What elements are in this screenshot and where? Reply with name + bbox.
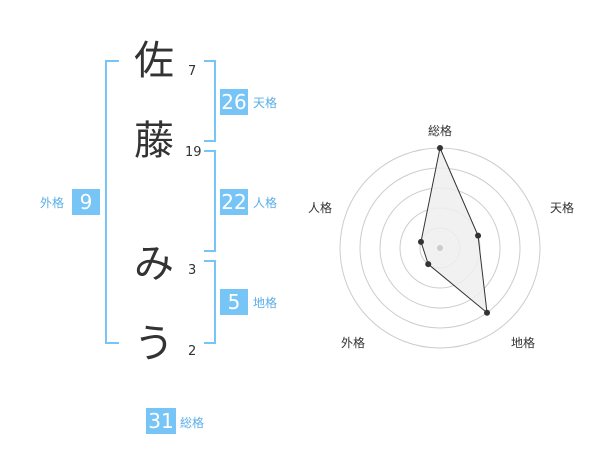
radar-label-chikaku: 地格	[511, 336, 536, 350]
tenkaku-badge: 26	[220, 89, 248, 115]
name-char-4: う	[134, 321, 174, 367]
name-char-2: 藤	[134, 118, 174, 164]
radar-point-1	[437, 145, 443, 151]
tenkaku-bracket	[204, 60, 216, 142]
jinkaku-badge: 22	[220, 189, 248, 215]
stroke-count-4: 2	[188, 344, 197, 359]
radar-label-soukaku: 総格	[428, 124, 453, 138]
radar-area	[420, 146, 488, 314]
gaikaku-badge: 9	[72, 189, 100, 215]
radar-point-3	[484, 309, 491, 316]
radar-point-4	[425, 261, 432, 268]
jinkaku-label: 人格	[253, 196, 278, 210]
chikaku-bracket	[204, 260, 216, 344]
jinkaku-bracket	[204, 150, 216, 252]
radar-label-tenkaku: 天格	[550, 201, 575, 215]
stroke-count-2: 19	[185, 145, 202, 160]
gaikaku-bracket	[105, 60, 119, 344]
name-char-3: み	[134, 241, 174, 287]
radar-point-5	[417, 238, 424, 245]
chikaku-badge: 5	[220, 289, 248, 315]
soukaku-label: 総格	[180, 416, 205, 430]
stroke-count-1: 7	[188, 64, 197, 79]
chikaku-label: 地格	[253, 296, 278, 310]
stroke-count-3: 3	[188, 263, 197, 278]
radar-label-gaikaku: 外格	[341, 336, 366, 350]
soukaku-badge: 31	[146, 408, 176, 434]
radar-label-jinkaku: 人格	[308, 201, 333, 215]
radar-center	[437, 245, 443, 251]
tenkaku-label: 天格	[253, 96, 278, 110]
radar-point-2	[475, 232, 482, 239]
gaikaku-label: 外格	[40, 196, 65, 210]
name-char-1: 佐	[134, 38, 174, 84]
